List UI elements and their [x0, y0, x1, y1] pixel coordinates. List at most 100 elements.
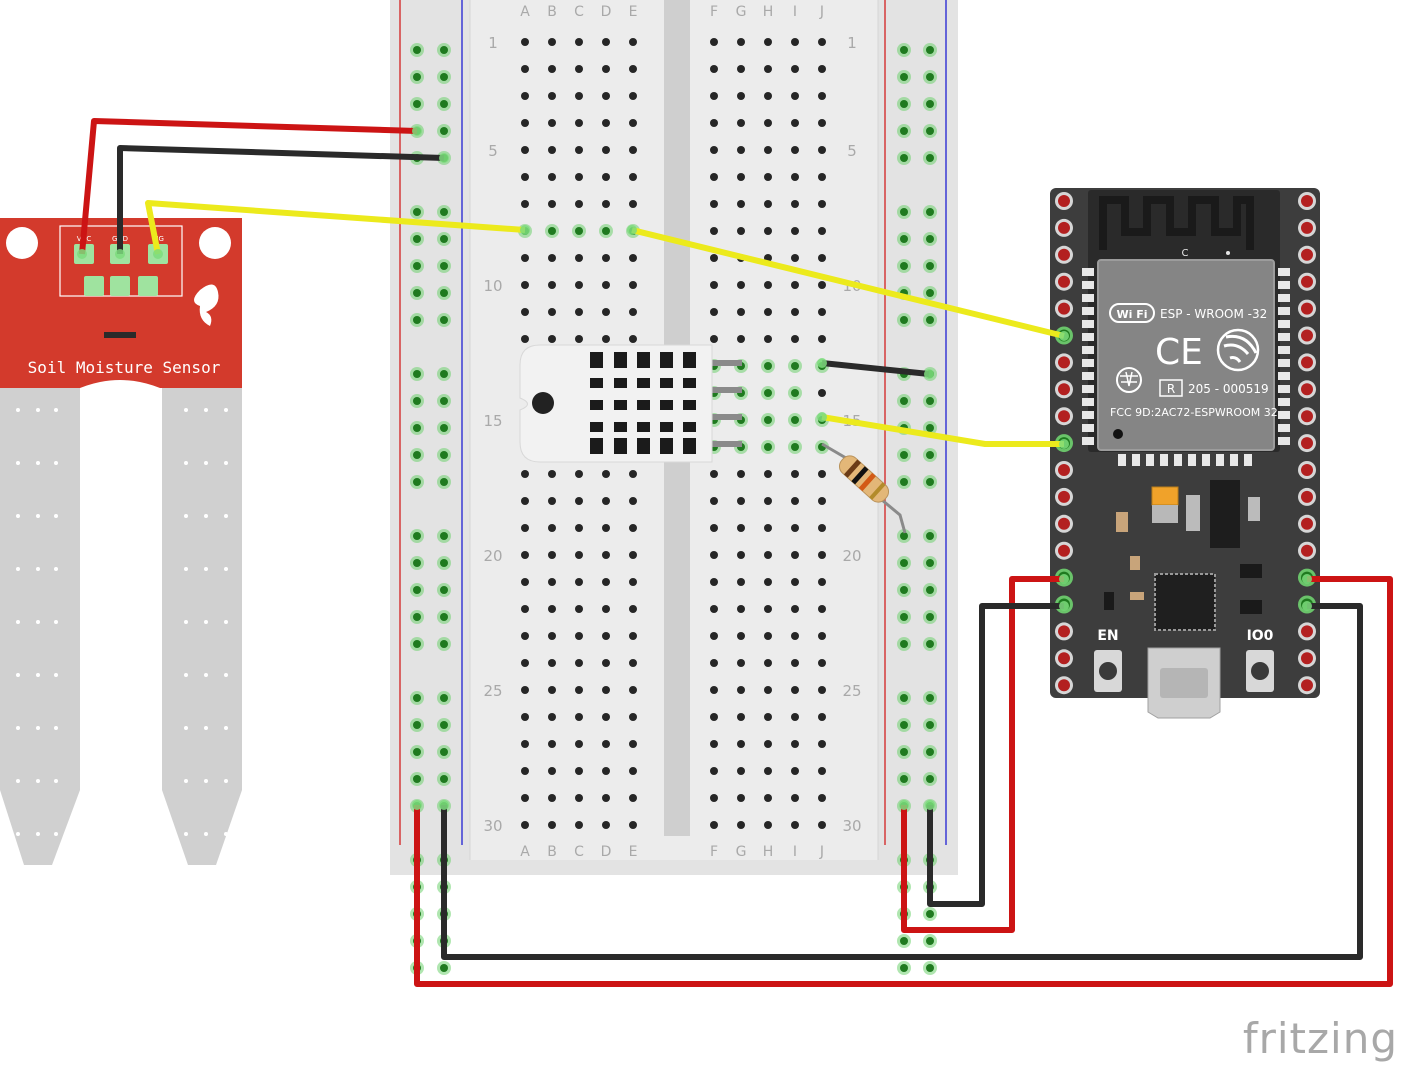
breadboard-hole[interactable]	[629, 173, 637, 181]
breadboard-hole[interactable]	[602, 632, 610, 640]
esp32-pin[interactable]	[1301, 652, 1313, 665]
breadboard-hole[interactable]	[710, 686, 718, 694]
esp32-pin[interactable]	[1301, 383, 1313, 396]
breadboard-hole[interactable]	[548, 578, 556, 586]
breadboard-hole[interactable]	[602, 173, 610, 181]
breadboard-hole[interactable]	[548, 254, 556, 262]
breadboard-hole[interactable]	[629, 551, 637, 559]
rail-hole[interactable]	[926, 613, 934, 621]
breadboard-hole[interactable]	[818, 227, 826, 235]
breadboard-hole[interactable]	[764, 335, 772, 343]
breadboard-hole[interactable]	[710, 227, 718, 235]
rail-hole[interactable]	[440, 370, 448, 378]
breadboard-hole[interactable]	[764, 767, 772, 775]
breadboard-hole[interactable]	[602, 794, 610, 802]
rail-hole[interactable]	[900, 613, 908, 621]
breadboard-hole[interactable]	[629, 578, 637, 586]
breadboard-hole[interactable]	[818, 281, 826, 289]
breadboard-hole[interactable]	[737, 821, 745, 829]
rail-hole[interactable]	[440, 640, 448, 648]
breadboard-hole[interactable]	[575, 794, 583, 802]
breadboard-hole[interactable]	[575, 740, 583, 748]
rail-hole[interactable]	[440, 748, 448, 756]
breadboard-hole[interactable]	[710, 632, 718, 640]
breadboard-hole[interactable]	[548, 794, 556, 802]
rail-hole[interactable]	[440, 775, 448, 783]
breadboard-hole[interactable]	[764, 686, 772, 694]
breadboard-hole[interactable]	[575, 524, 583, 532]
breadboard-hole[interactable]	[629, 794, 637, 802]
breadboard-hole[interactable]	[710, 65, 718, 73]
breadboard-hole[interactable]	[575, 92, 583, 100]
breadboard-hole[interactable]	[521, 740, 529, 748]
breadboard-hole[interactable]	[737, 335, 745, 343]
wire-dht-data-to-esp[interactable]	[821, 414, 1064, 447]
rail-hole[interactable]	[926, 559, 934, 567]
breadboard-hole[interactable]	[818, 254, 826, 262]
breadboard-hole[interactable]	[710, 767, 718, 775]
breadboard-hole[interactable]	[602, 497, 610, 505]
rail-hole[interactable]	[413, 397, 421, 405]
rail-hole[interactable]	[413, 289, 421, 297]
breadboard-hole[interactable]	[629, 254, 637, 262]
breadboard-hole[interactable]	[521, 308, 529, 316]
breadboard-hole[interactable]	[764, 389, 772, 397]
breadboard-hole[interactable]	[602, 254, 610, 262]
breadboard-hole[interactable]	[602, 605, 610, 613]
rail-hole[interactable]	[926, 127, 934, 135]
breadboard-hole[interactable]	[764, 146, 772, 154]
esp32-pin[interactable]	[1058, 356, 1070, 369]
esp32-pin[interactable]	[1058, 410, 1070, 423]
rail-hole[interactable]	[440, 424, 448, 432]
breadboard-hole[interactable]	[737, 308, 745, 316]
rail-hole[interactable]	[900, 451, 908, 459]
breadboard-hole[interactable]	[818, 497, 826, 505]
rail-hole[interactable]	[413, 748, 421, 756]
breadboard-hole[interactable]	[575, 173, 583, 181]
breadboard-hole[interactable]	[575, 308, 583, 316]
rail-hole[interactable]	[440, 100, 448, 108]
wire-dht-gnd[interactable]	[821, 360, 930, 377]
breadboard-hole[interactable]	[548, 200, 556, 208]
rail-hole[interactable]	[413, 478, 421, 486]
breadboard-hole[interactable]	[818, 470, 826, 478]
esp32-pin[interactable]	[1301, 302, 1313, 315]
rail-hole[interactable]	[926, 100, 934, 108]
rail-hole[interactable]	[900, 721, 908, 729]
breadboard-hole[interactable]	[818, 524, 826, 532]
rail-hole[interactable]	[413, 640, 421, 648]
esp32-pin[interactable]	[1301, 437, 1313, 450]
wire-esp-gnd-to-rail[interactable]	[927, 603, 1064, 907]
breadboard-hole[interactable]	[791, 416, 799, 424]
breadboard-hole[interactable]	[737, 470, 745, 478]
rail-hole[interactable]	[900, 748, 908, 756]
breadboard-hole[interactable]	[764, 416, 772, 424]
breadboard-hole[interactable]	[575, 767, 583, 775]
rail-hole[interactable]	[900, 937, 908, 945]
breadboard-hole[interactable]	[710, 497, 718, 505]
breadboard-hole[interactable]	[737, 524, 745, 532]
breadboard-hole[interactable]	[710, 173, 718, 181]
rail-hole[interactable]	[900, 100, 908, 108]
rail-hole[interactable]	[440, 262, 448, 270]
breadboard-hole[interactable]	[737, 659, 745, 667]
breadboard-hole[interactable]	[521, 632, 529, 640]
rail-hole[interactable]	[926, 775, 934, 783]
breadboard-hole[interactable]	[791, 551, 799, 559]
breadboard-hole[interactable]	[710, 578, 718, 586]
breadboard-hole[interactable]	[791, 443, 799, 451]
breadboard-hole[interactable]	[521, 497, 529, 505]
breadboard-hole[interactable]	[521, 821, 529, 829]
breadboard-hole[interactable]	[818, 389, 826, 397]
breadboard-hole[interactable]	[737, 632, 745, 640]
rail-hole[interactable]	[926, 262, 934, 270]
breadboard-hole[interactable]	[521, 578, 529, 586]
breadboard-hole[interactable]	[629, 713, 637, 721]
breadboard-hole[interactable]	[521, 119, 529, 127]
breadboard-hole[interactable]	[737, 38, 745, 46]
breadboard-hole[interactable]	[737, 281, 745, 289]
breadboard-hole[interactable]	[548, 632, 556, 640]
breadboard-hole[interactable]	[818, 146, 826, 154]
breadboard-hole[interactable]	[710, 740, 718, 748]
breadboard-hole[interactable]	[710, 821, 718, 829]
